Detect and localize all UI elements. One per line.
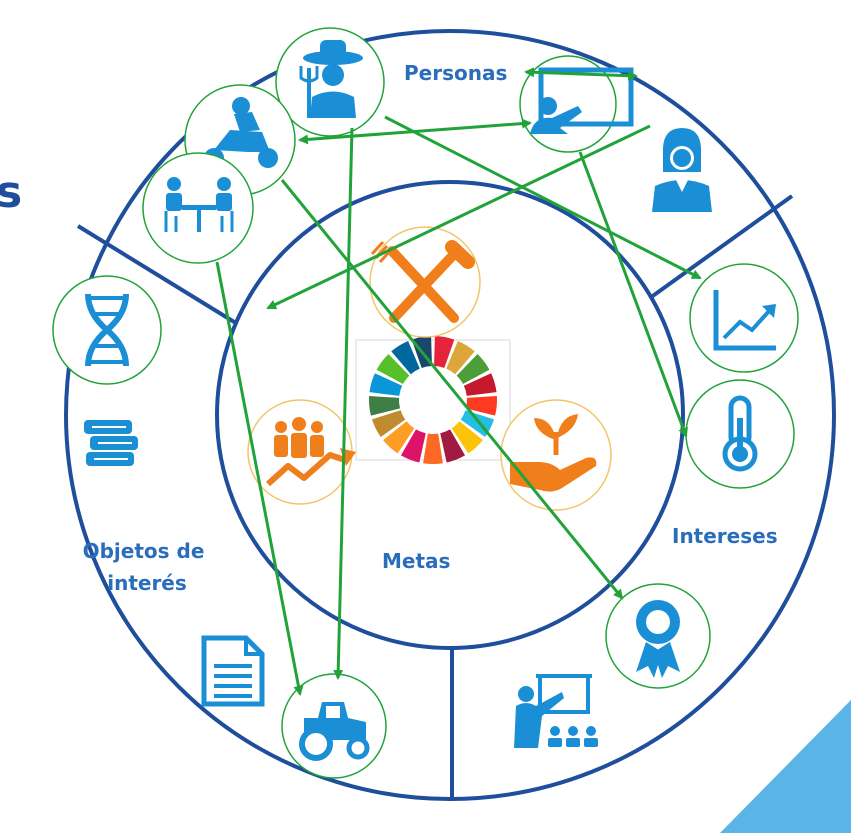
sdg-wheel-segment [400,429,426,463]
sdg-wheel-segment [456,354,490,384]
tractor-icon [281,673,387,779]
sdg-wheel-segment [451,421,483,454]
sector-label-people: Personas [404,61,507,85]
sdg-wheel-segment [371,410,406,438]
teacher-classroom-icon [514,674,598,748]
line-chart-icon [689,263,799,373]
partial-heading: s [0,167,22,218]
businesswoman-icon [652,128,712,212]
connector-motorcycle-to-award [280,179,624,600]
connector-farmer-to-tractor [333,127,354,680]
connector-presenter-to-thermometer [578,151,688,438]
sdg-wheel-segment [434,336,455,368]
sdg-wheel-segment [446,341,475,375]
sector-divider-upper-left [76,224,246,330]
sdg-wheel-segment [369,396,401,416]
sector-label-objects: Objetos de interés [83,539,212,595]
dna-icon [52,275,162,385]
thermometer-icon [685,379,795,489]
sdg-wheel-segment [383,421,415,454]
document-icon [201,635,265,707]
farmer-icon [275,27,385,137]
sdg-wheel-segment [465,396,497,416]
fork-knife-icon [369,226,481,338]
connectors [215,67,702,696]
connector-farmer-to-chart [384,115,702,280]
meeting-table-icon [142,152,254,264]
sdg-wheel-icon [369,336,497,464]
plant-in-hand-icon [500,399,612,511]
sector-label-goals: Metas [382,549,450,573]
sdg-wheel-segment [376,354,410,384]
sdg-wheel-segment [369,373,403,396]
connector-presenter-to-goals [266,124,651,310]
sdg-wheel-segment [440,429,466,463]
community-growth-icon [247,399,356,505]
sdg-wheel-segment [391,341,420,375]
sdg-wheel-segment [423,433,443,464]
connector-personas-link [524,67,638,81]
award-ribbon-icon [605,583,711,689]
accent-corner-shape [720,700,851,833]
sector-label-interests: Intereses [672,524,778,548]
connector-meeting-to-tractor [215,261,304,696]
books-icon [84,420,138,466]
sdg-wheel-segment [463,373,497,396]
